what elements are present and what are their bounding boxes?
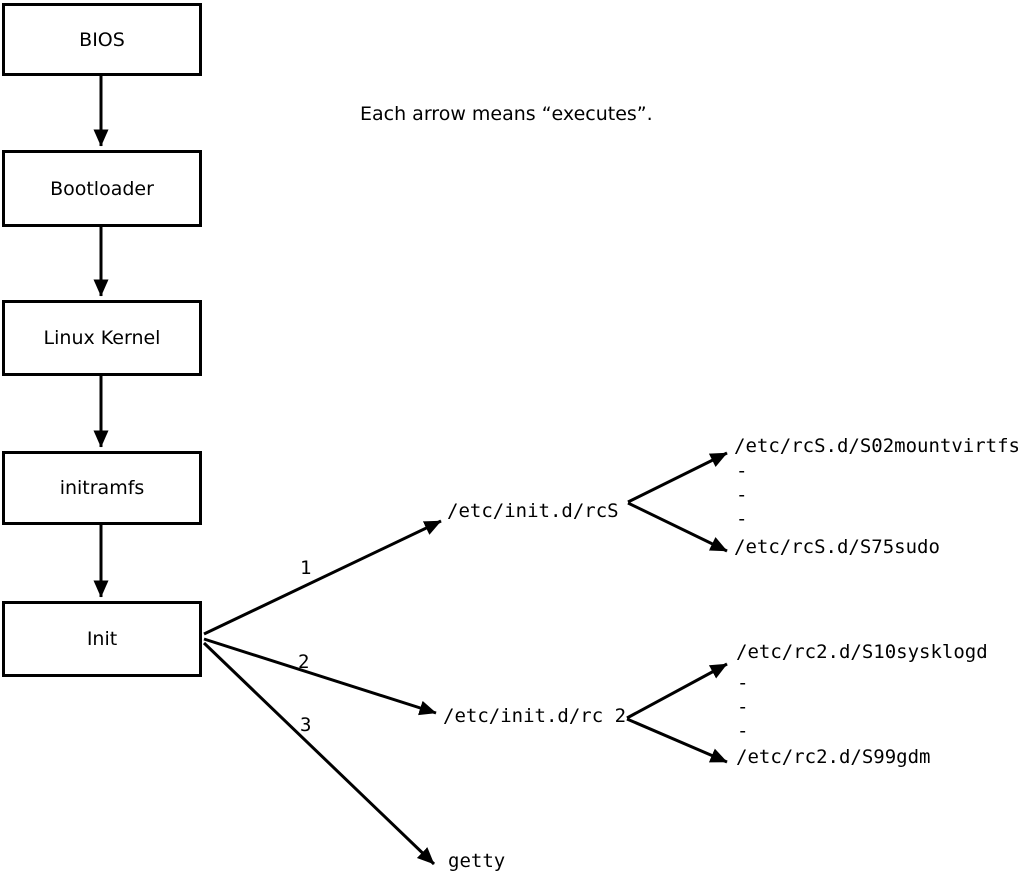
node-rc2: /etc/init.d/rc 2 [443,705,627,727]
node-rcS-ellipsis-dash: - [736,460,748,482]
box-linux-kernel-label: Linux Kernel [43,327,161,349]
arrow-label-2: 2 [298,651,310,673]
arrow-rcS-to-S75sudo [627,501,728,553]
node-rcS-ellipsis-dash: - [736,508,748,530]
box-initramfs: initramfs [2,451,202,525]
legend-note: Each arrow means “executes”. [360,103,653,125]
box-init: Init [2,601,202,677]
arrow-init-to-rc2 [203,637,437,716]
arrow-rc2-to-S10sysklogd [626,662,728,720]
node-rc2-child-s10sysklogd: /etc/rc2.d/S10sysklogd [736,641,988,663]
node-rcS-child-s02mountvirtfs: /etc/rcS.d/S02mountvirtfs [734,435,1020,457]
box-bios-label: BIOS [79,28,125,51]
box-linux-kernel: Linux Kernel [2,300,202,376]
node-rc2-ellipsis-dash: - [737,672,749,694]
box-init-label: Init [86,628,118,650]
node-rc2-child-s99gdm: /etc/rc2.d/S99gdm [736,746,931,768]
node-getty: getty [448,850,506,872]
arrow-init-to-rcS [203,519,442,636]
box-initramfs-label: initramfs [59,477,145,499]
node-rcS-child-s75sudo: /etc/rcS.d/S75sudo [734,536,940,558]
node-rc2-ellipsis-dash: - [737,720,749,742]
node-rcS: /etc/init.d/rcS [447,500,619,522]
node-rc2-ellipsis-dash: - [737,696,749,718]
node-rcS-ellipsis-dash: - [736,484,748,506]
arrow-init-to-getty [202,641,436,866]
arrow-rcS-to-S02mountvirtfs [627,451,728,504]
box-bootloader: Bootloader [2,150,202,227]
arrow-rc2-to-S99gdm [626,717,728,764]
arrow-label-1: 1 [300,557,312,579]
box-bios: BIOS [2,3,202,76]
box-bootloader-label: Bootloader [50,177,154,200]
arrow-label-3: 3 [300,714,312,736]
